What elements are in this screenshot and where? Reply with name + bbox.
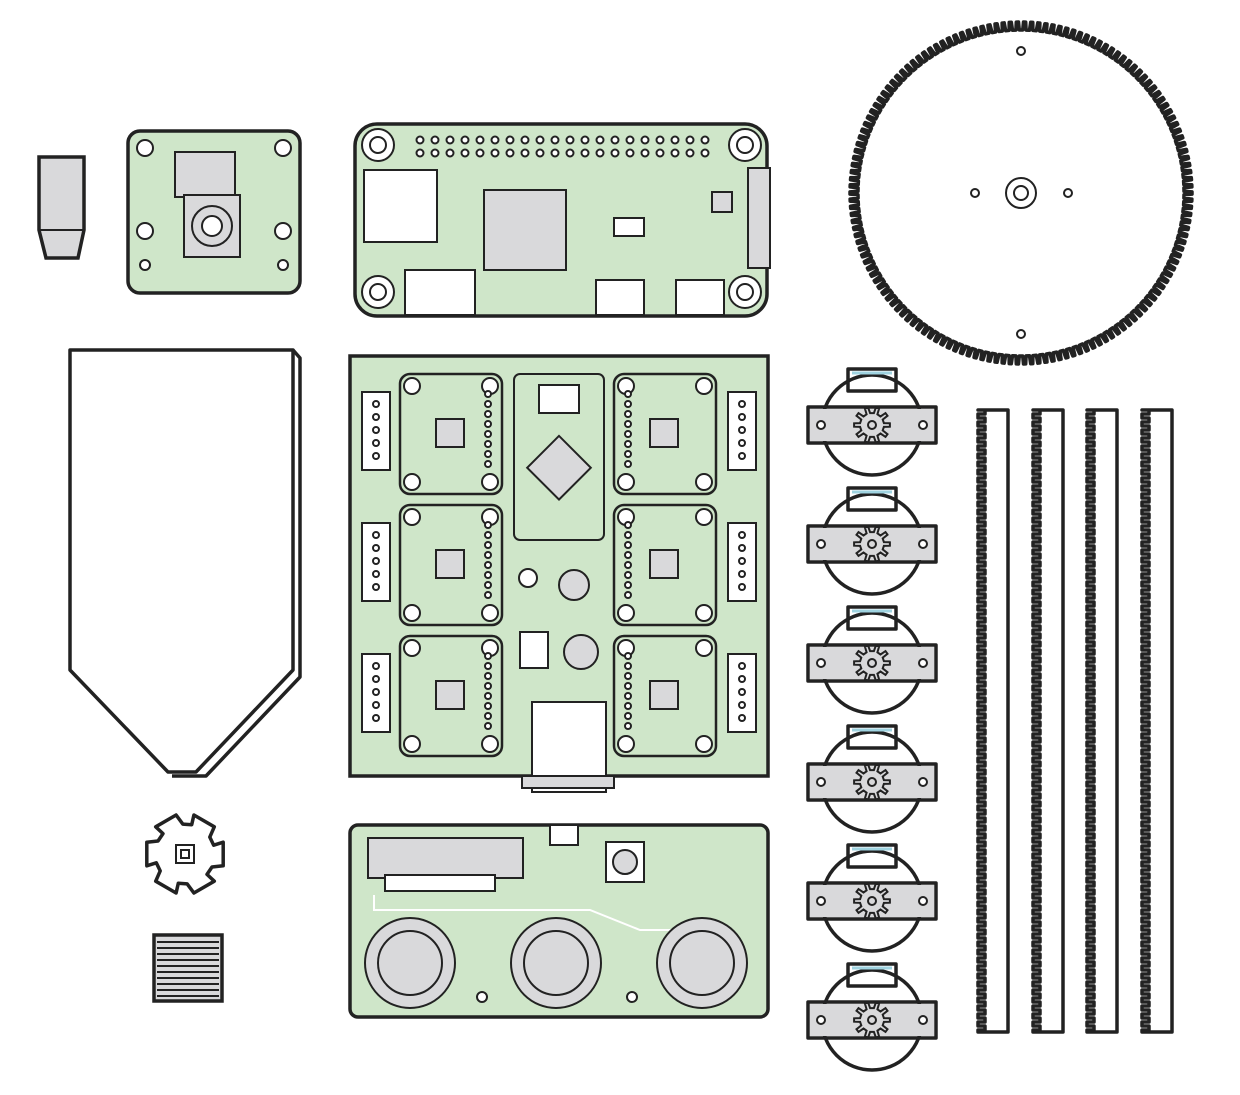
servo-driver-module	[612, 372, 757, 496]
header-pin	[535, 135, 545, 145]
header-pin	[520, 148, 530, 158]
servo-driver-module	[612, 503, 757, 627]
stepper-motors	[806, 367, 938, 1072]
heatsink	[152, 933, 224, 1003]
header-pin	[490, 135, 500, 145]
header-pin	[640, 135, 650, 145]
stepper-motor	[806, 367, 938, 477]
motor-controller-board	[348, 354, 770, 793]
servo-driver-module	[612, 634, 757, 758]
led-star	[145, 813, 225, 895]
header-pin	[505, 135, 515, 145]
pinion-gear	[853, 644, 891, 682]
header-pin	[475, 135, 485, 145]
header-pin	[490, 148, 500, 158]
servo-driver-module	[361, 372, 504, 496]
stepper-motor	[806, 486, 938, 596]
header-pin	[610, 148, 620, 158]
header-pin	[685, 148, 695, 158]
header-pin	[655, 135, 665, 145]
header-pin	[580, 148, 590, 158]
header-pin	[430, 135, 440, 145]
gear-rack	[1031, 408, 1065, 1034]
pinion-gear	[853, 525, 891, 563]
header-pin	[460, 148, 470, 158]
header-pin	[595, 135, 605, 145]
header-pin	[625, 135, 635, 145]
header-pin	[700, 148, 710, 158]
raspberry-pi-zero-board	[353, 122, 771, 318]
header-pin	[535, 148, 545, 158]
header-pin	[655, 148, 665, 158]
large-gear	[848, 20, 1194, 366]
pinion-gear	[853, 763, 891, 801]
header-pin	[595, 148, 605, 158]
stepper-motor	[806, 843, 938, 953]
stepper-motor	[806, 724, 938, 834]
gear-rack	[1140, 408, 1174, 1034]
header-pin	[670, 148, 680, 158]
gear-racks	[976, 408, 1174, 1034]
header-pin	[430, 148, 440, 158]
pinion-gear	[853, 1001, 891, 1039]
header-pin	[520, 135, 530, 145]
header-pin	[580, 135, 590, 145]
header-pin	[505, 148, 515, 158]
header-pin	[670, 135, 680, 145]
gear-rack	[976, 408, 1010, 1034]
header-pin	[415, 135, 425, 145]
header-pin	[640, 148, 650, 158]
header-pin	[550, 135, 560, 145]
header-pin	[565, 135, 575, 145]
header-pin	[415, 148, 425, 158]
header-pin	[445, 148, 455, 158]
pinion-gear	[853, 406, 891, 444]
header-pin	[460, 135, 470, 145]
joystick-board	[348, 823, 770, 1019]
connector-cap	[37, 155, 86, 260]
header-pin	[475, 148, 485, 158]
header-pin	[550, 148, 560, 158]
stepper-motor	[806, 962, 938, 1072]
pinion-gear	[853, 882, 891, 920]
header-pin	[700, 135, 710, 145]
shield-panel	[68, 348, 302, 778]
header-pin	[625, 148, 635, 158]
header-pin	[685, 135, 695, 145]
gear-rack	[1085, 408, 1119, 1034]
header-pin	[565, 148, 575, 158]
servo-driver-module	[361, 503, 504, 627]
header-pin	[445, 135, 455, 145]
camera-module	[126, 129, 302, 295]
stepper-motor	[806, 605, 938, 715]
header-pin	[610, 135, 620, 145]
servo-driver-module	[361, 634, 504, 758]
